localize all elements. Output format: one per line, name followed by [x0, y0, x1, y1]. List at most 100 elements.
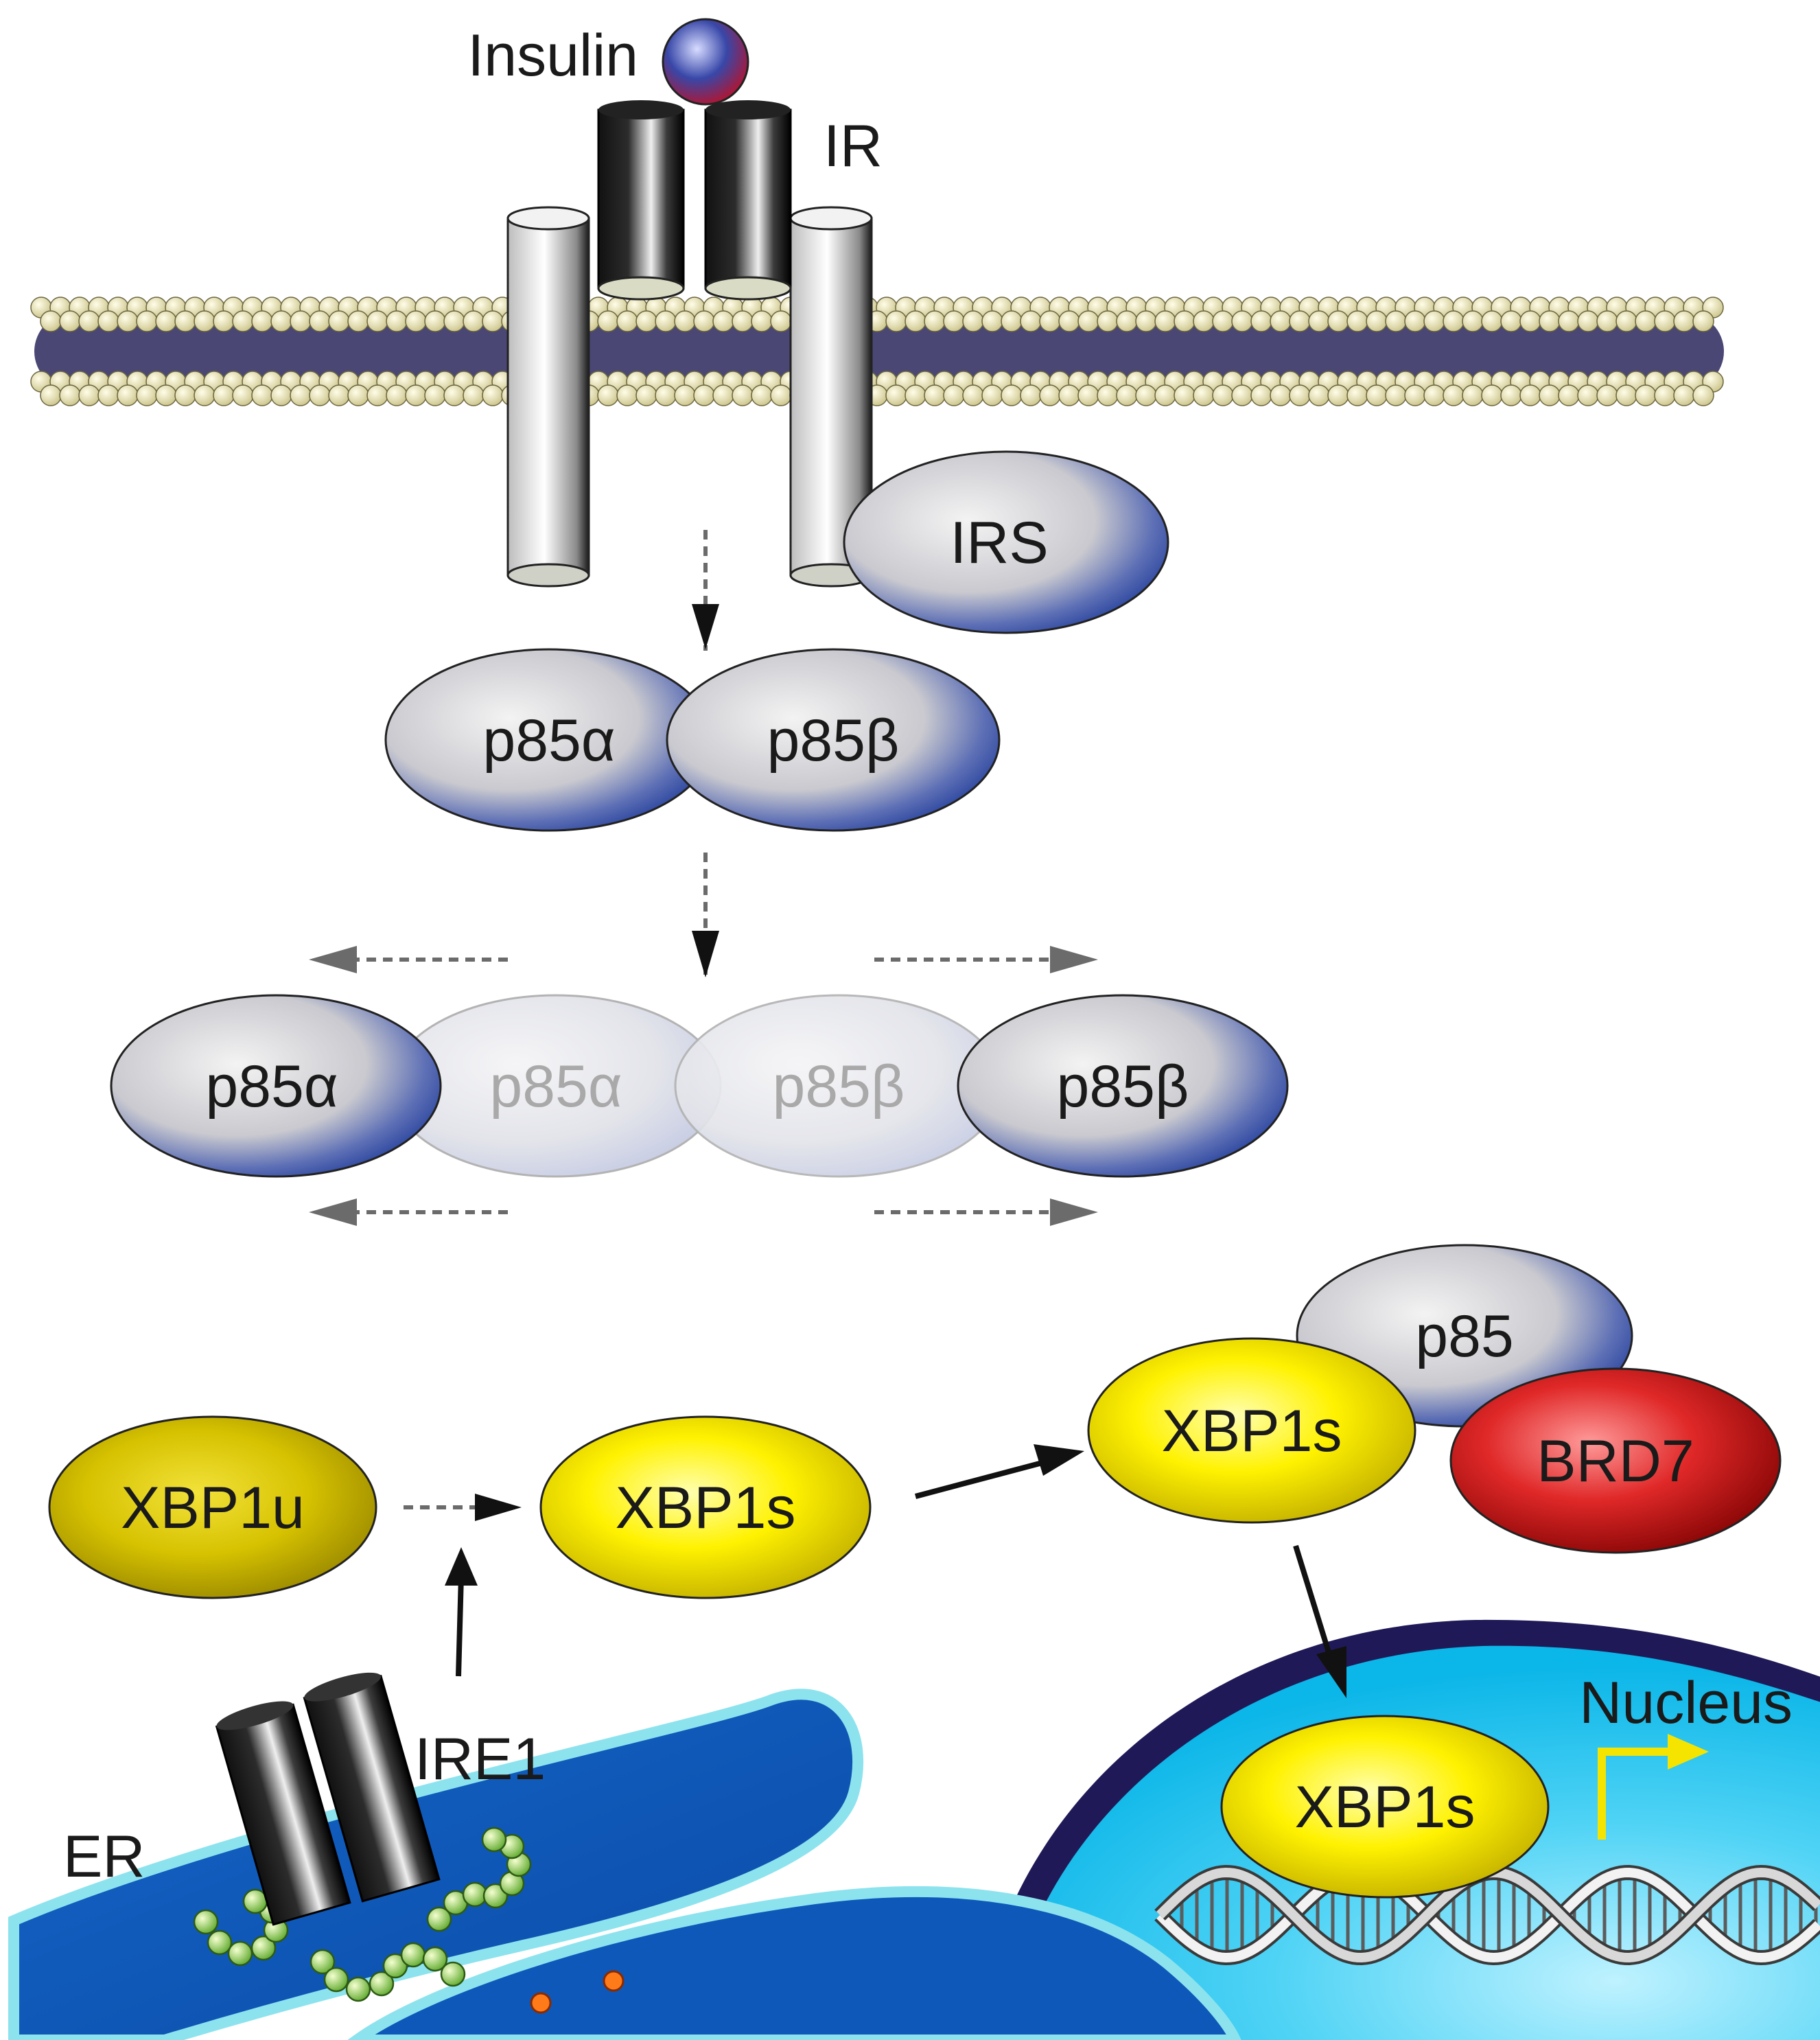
arrowhead-right-lower — [1050, 1198, 1098, 1226]
membrane-lipid-head — [328, 310, 350, 332]
membrane-lipid-head — [1500, 310, 1522, 332]
protein-bead — [250, 1935, 277, 1961]
membrane-lipid-head — [770, 384, 792, 406]
membrane-lipid-head — [1058, 310, 1080, 332]
p85-alpha-faded-label: p85α — [489, 1054, 622, 1120]
membrane-lipid-head — [1039, 310, 1061, 332]
membrane-lipid-head — [309, 310, 331, 332]
membrane-lipid-head — [674, 310, 696, 332]
membrane-lipid-head — [1116, 310, 1138, 332]
membrane-lipid-head — [1558, 310, 1580, 332]
membrane-lipid-head — [635, 384, 657, 406]
xbp1s-protein — [539, 1415, 872, 1599]
membrane-lipid-head — [1462, 384, 1484, 406]
er-lumen-lower — [347, 1886, 1241, 2040]
arrowhead-ir-to-p85-dimer — [692, 604, 719, 649]
membrane-lipid-head — [1001, 310, 1023, 332]
p85-complex-label: p85 — [1415, 1303, 1514, 1369]
membrane-lipid-head — [924, 384, 946, 406]
membrane-lipid-head — [981, 310, 1003, 332]
membrane-lipid-head — [751, 384, 773, 406]
membrane-lipid-head — [693, 310, 715, 332]
xbp1s-complex-label: XBP1s — [1162, 1398, 1342, 1464]
membrane-lipid-head — [1615, 384, 1637, 406]
membrane-lipid-head — [905, 384, 926, 406]
membrane-lipid-head — [405, 310, 427, 332]
membrane-lipid-head — [1289, 310, 1311, 332]
membrane-lipid-head — [693, 384, 715, 406]
membrane-lipid-head — [1097, 310, 1119, 332]
membrane-lipid-head — [1385, 384, 1407, 406]
membrane-lipid-head — [194, 310, 215, 332]
arrowhead-left-upper — [309, 946, 357, 973]
membrane-lipid-head — [1673, 384, 1695, 406]
ire1-cylinder-right — [303, 1672, 441, 1903]
xbp1u-label: XBP1u — [121, 1475, 305, 1541]
membrane-lipid-head — [251, 384, 273, 406]
membrane-lipid-head — [770, 310, 792, 332]
xbp1u-protein — [48, 1415, 377, 1599]
membrane-lipid-head — [443, 384, 465, 406]
insulin-label: Insulin — [467, 23, 638, 89]
ir-alpha-subunit-left — [597, 108, 685, 290]
membrane-lipid-head — [1193, 384, 1215, 406]
protein-bead — [323, 1967, 349, 1993]
membrane-lipid-head — [1692, 384, 1714, 406]
ir-alpha-subunit-right — [704, 108, 792, 290]
membrane-lipid-head — [1346, 384, 1368, 406]
membrane-lipid-head — [424, 310, 446, 332]
transcription-arrowhead-icon — [1668, 1734, 1709, 1770]
ire1-dimer — [215, 1672, 441, 1926]
membrane-lipid-head — [1250, 384, 1272, 406]
membrane-lipid-head — [1327, 384, 1349, 406]
membrane-lipid-head — [1423, 310, 1445, 332]
membrane-lipid-head — [962, 310, 984, 332]
membrane-lipid-head — [59, 384, 81, 406]
protein-bead — [310, 1949, 336, 1975]
protein-bead — [400, 1942, 426, 1968]
membrane-lipid-head — [635, 310, 657, 332]
membrane-lipid-head — [1212, 384, 1234, 406]
er-vesicle-dot — [603, 1970, 625, 1992]
p85-beta-protein — [666, 648, 1001, 832]
arrowhead-xbp1u-to-xbp1s — [475, 1494, 522, 1521]
membrane-lipid-head — [1039, 384, 1061, 406]
ir-left-transmembrane-cylinder — [506, 217, 590, 577]
membrane-lipid-head — [328, 384, 350, 406]
membrane-lipid-head — [655, 384, 677, 406]
membrane-lipid-head — [732, 310, 754, 332]
protein-bead — [193, 1909, 219, 1935]
arrowhead-ire1-to-splicing — [445, 1547, 478, 1586]
dissociation-arrows — [309, 946, 1098, 1226]
irs-label: IRS — [950, 510, 1048, 576]
membrane-lipid-head — [155, 310, 177, 332]
membrane-lipid-head — [943, 384, 965, 406]
membrane-lipid-head — [463, 310, 485, 332]
membrane-lipid-head — [1077, 384, 1099, 406]
membrane-lipid-head — [1077, 310, 1099, 332]
p85-alpha-monomer — [110, 994, 442, 1178]
membrane-lipid-head — [981, 384, 1003, 406]
membrane-lipid-head — [1135, 384, 1157, 406]
p85-alpha-monomer-label: p85α — [205, 1054, 338, 1120]
protein-bead — [369, 1971, 395, 1997]
membrane-lipid-head — [443, 310, 465, 332]
membrane-lipid-head — [213, 310, 235, 332]
membrane-lipid-head — [1135, 310, 1157, 332]
ir-alpha-left-top — [598, 100, 684, 119]
membrane-lipid-head — [155, 384, 177, 406]
membrane-lipid-head — [482, 310, 504, 332]
membrane-lipid-head — [366, 310, 388, 332]
arrowhead-complex-to-nucleus — [1316, 1646, 1346, 1698]
membrane-lipid-head — [1020, 310, 1042, 332]
membrane-lipid-head — [962, 384, 984, 406]
xbp1s-nuclear-label: XBP1s — [1295, 1774, 1475, 1840]
membrane-lipid-head — [424, 384, 446, 406]
membrane-lipid-head — [1673, 310, 1695, 332]
arrow-xbp1s-to-complex — [914, 1458, 1051, 1499]
membrane-lipid-head — [1308, 310, 1330, 332]
protein-bead — [440, 1961, 466, 1987]
membrane-lipid-head — [1635, 384, 1657, 406]
membrane-lipid-head — [366, 384, 388, 406]
membrane-lipid-head — [655, 310, 677, 332]
